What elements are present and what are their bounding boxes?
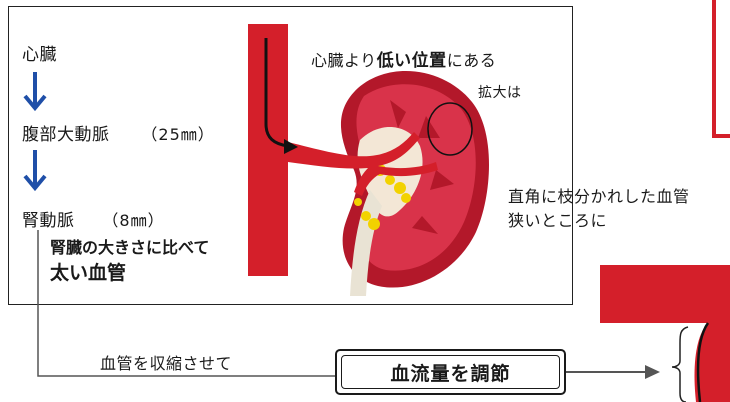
- position-bold-text: 低い位置: [377, 51, 447, 71]
- blood-flow-control-box: 血流量を調節: [335, 349, 566, 395]
- position-post-text: にある: [447, 51, 497, 70]
- aorta-vessel: [248, 24, 288, 276]
- constrict-note: 血管を収縮させて: [100, 350, 232, 374]
- position-pre-text: 心臓より: [311, 51, 377, 70]
- position-note: 心臓より低い位置にある: [311, 46, 496, 71]
- zoom-panel-bottom: [600, 265, 730, 402]
- enlarge-note: 拡大は: [478, 82, 522, 102]
- zoom-panel-top: [700, 0, 730, 140]
- right-angle-note: 直角に枝分かれした血管: [508, 183, 690, 207]
- blood-flow-control-label: 血流量を調節: [341, 355, 560, 389]
- narrow-note: 狭いところに: [508, 207, 607, 231]
